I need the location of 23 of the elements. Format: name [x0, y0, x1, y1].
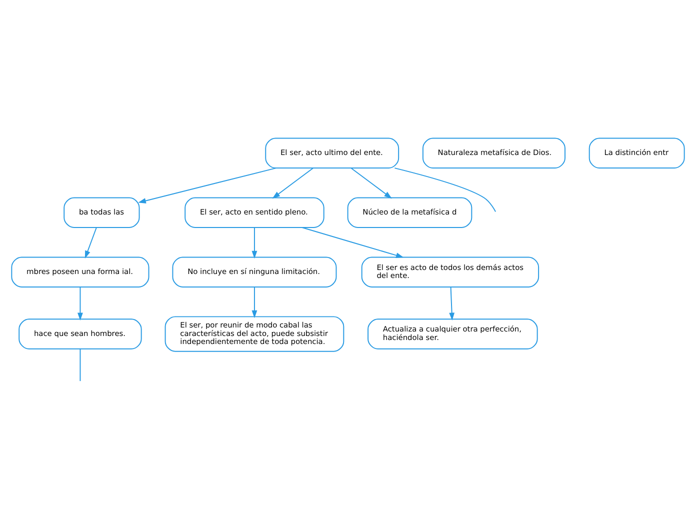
node-box: El ser, acto en sentido pleno. — [184, 197, 324, 228]
node-box: El ser, acto ultimo del ente. — [265, 138, 400, 169]
node-box: Núcleo de la metafísica d — [347, 197, 472, 228]
arrow — [272, 168, 314, 199]
arrow — [78, 286, 83, 321]
node-box: La distinción entr — [588, 138, 685, 169]
node-box: No incluye en sí ninguna limitación. — [172, 256, 337, 288]
arrow — [252, 227, 258, 259]
node-box: Naturaleza metafísica de Dios. — [422, 138, 566, 169]
node-box: ba todas las — [64, 197, 140, 228]
arrow — [138, 168, 277, 204]
node-box: El ser, por reunir de modo cabal las características del acto, puede subsistir independientemente de toda potencia. — [164, 316, 344, 352]
arrow — [252, 286, 258, 318]
node-box: Actualiza a cualquier otra perfección, haciéndola ser. — [368, 318, 538, 350]
connector — [80, 348, 81, 382]
connector — [394, 168, 496, 212]
arrow — [302, 227, 404, 258]
arrow — [350, 168, 392, 199]
node-box: mbres poseen una forma ial. — [11, 256, 150, 288]
node-box: hace que sean hombres. — [18, 318, 142, 350]
arrow — [449, 286, 455, 321]
node-box: El ser es acto de todos los demás actos del ente. — [361, 256, 540, 288]
arrow — [84, 227, 97, 259]
